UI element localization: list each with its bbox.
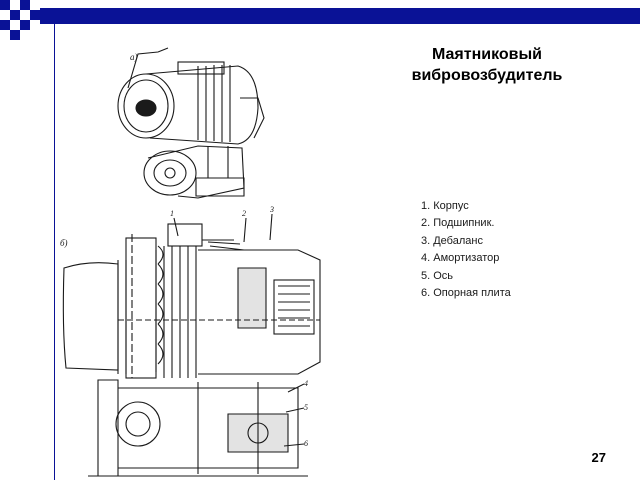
slide-title-line: вибровозбудитель: [411, 67, 563, 84]
parts-legend: 1. Корпус 2. Подшипник. 3. Дебаланс 4. А…: [421, 198, 511, 302]
legend-item: 5. Ось: [421, 269, 454, 282]
legend-item: 6. Опорная плита: [421, 287, 511, 300]
slide-title-line: Маятниковый: [432, 46, 542, 63]
corner-checker-decoration: [0, 0, 40, 40]
legend-item: 4. Амортизатор: [421, 252, 500, 265]
callout-label: 6: [304, 439, 308, 448]
callout-label: 1: [170, 209, 174, 218]
callout-label: 3: [269, 205, 274, 214]
callout-label: 2: [242, 209, 246, 218]
left-accent-line: [54, 24, 55, 480]
callout-leaders: [173, 213, 305, 447]
view-a-label: а): [130, 52, 138, 62]
legend-item: 1. Корпус: [421, 200, 469, 212]
callout-label: 4: [304, 379, 308, 388]
top-accent-bar: [40, 8, 640, 24]
view-b-label: б): [60, 238, 68, 248]
motor-section-view: [62, 223, 321, 477]
motor-perspective-view: [117, 47, 265, 199]
legend-item: 3. Дебаланс: [421, 234, 483, 247]
slide-title: Маятниковый вибровозбудитель: [350, 44, 624, 86]
page-number: 27: [591, 450, 606, 465]
vibrator-drawing: а) б): [60, 47, 321, 477]
legend-item: 2. Подшипник.: [421, 217, 495, 230]
callout-label: 5: [304, 403, 308, 412]
